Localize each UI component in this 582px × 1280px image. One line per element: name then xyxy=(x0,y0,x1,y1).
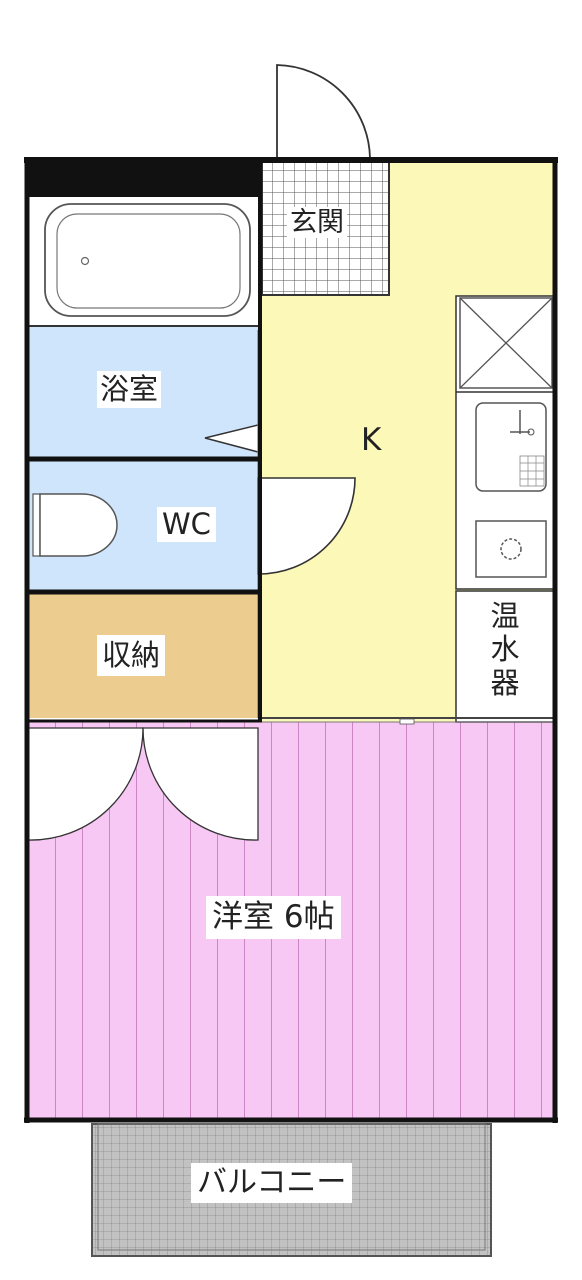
room-label-entrance: 玄関 xyxy=(287,207,347,238)
top-wall-block xyxy=(25,158,262,197)
drain-icon xyxy=(80,256,90,266)
stove-icon xyxy=(475,520,547,578)
sink-icon xyxy=(475,402,547,492)
water-heater-char-3: 器 xyxy=(490,665,520,700)
bathroom-door xyxy=(204,424,259,453)
room-label-water-heater: 温 水 器 xyxy=(484,598,526,703)
water-heater-char-2: 水 xyxy=(490,632,520,667)
room-label-storage: 収納 xyxy=(97,635,166,676)
closet-door-left-swing xyxy=(27,727,144,841)
room-label-bath: 浴室 xyxy=(97,371,162,408)
front-door-swing xyxy=(276,64,371,160)
room-label-balcony: バルコニー xyxy=(191,1163,353,1203)
room-label-kitchen: K xyxy=(361,422,382,458)
bathtub xyxy=(44,203,251,317)
closet-door-right-swing xyxy=(142,727,259,841)
toilet-bowl xyxy=(39,493,118,557)
wc-door-swing xyxy=(257,477,356,575)
water-heater-char-1: 温 xyxy=(490,599,520,633)
room-label-wc: WC xyxy=(157,507,216,542)
room-label-western: 洋室 6帖 xyxy=(206,896,341,939)
toilet-tank xyxy=(32,493,41,557)
